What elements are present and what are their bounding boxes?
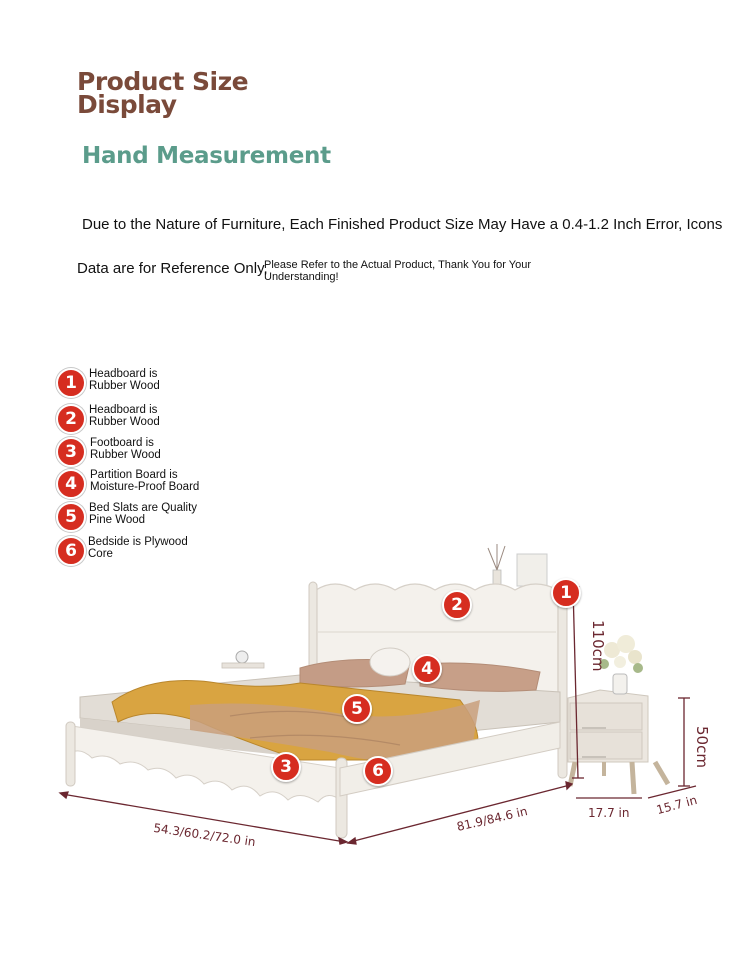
marker-5-icon: 5 (342, 694, 372, 724)
title-line-2: Display (77, 90, 177, 119)
dimension-lines (58, 586, 697, 845)
measurement-note-small: Please Refer to the Actual Product, Than… (264, 259, 532, 283)
marker-3-icon: 3 (271, 752, 301, 782)
legend-text: Bed Slats are Quality Pine Wood (89, 502, 229, 526)
number-badge-icon: 3 (56, 437, 86, 467)
title-line-1: Product Size (77, 67, 249, 96)
legend-line-2: Moisture-Proof Board (90, 480, 200, 493)
marker-6-icon: 6 (363, 756, 393, 786)
number-badge-icon: 1 (56, 368, 86, 398)
legend-line-1: Footboard is (90, 437, 154, 449)
legend-line-2: Core (88, 547, 113, 560)
blanket (111, 680, 480, 764)
nightstand-width-label: 17.7 in (588, 806, 630, 820)
side-rail (339, 721, 561, 797)
bed-illustration (58, 544, 697, 845)
subtitle: Hand Measurement (82, 143, 331, 169)
number-badge-icon: 2 (56, 404, 86, 434)
flower-vase-icon (599, 635, 643, 695)
marker-4-icon: 4 (412, 654, 442, 684)
nightstand-height-label: 50cm (693, 726, 711, 768)
legend-line-2: Pine Wood (89, 513, 146, 526)
legend-line-2: Rubber Wood (89, 379, 160, 392)
legend-line-1: Partition Board is (90, 469, 178, 481)
legend-text: Bedside is Plywood Core (88, 536, 228, 560)
page-title: Product Size Display (77, 67, 249, 119)
legend-line-1: Bed Slats are Quality (89, 502, 198, 514)
legend-text: Partition Board is Moisture-Proof Board (90, 469, 230, 493)
marker-2-icon: 2 (442, 590, 472, 620)
number-badge-icon: 6 (56, 536, 86, 566)
legend-line-1: Headboard is (89, 404, 158, 416)
decor-vase-icon (487, 544, 548, 587)
measurement-note-line-2: Data are for Reference Only, (77, 260, 268, 277)
alarm-clock-icon (221, 650, 265, 669)
number-badge-icon: 4 (56, 469, 86, 499)
headboard-height-label: 110cm (589, 620, 607, 672)
legend-line-1: Bedside is Plywood (88, 536, 188, 548)
legend-line-2: Rubber Wood (90, 448, 161, 461)
measurement-note-line-1: Due to the Nature of Furniture, Each Fin… (82, 216, 723, 233)
number-badge-icon: 5 (56, 502, 86, 532)
footboard (65, 721, 348, 839)
legend-text: Headboard is Rubber Wood (89, 404, 229, 428)
marker-1-icon: 1 (551, 578, 581, 608)
legend-line-2: Rubber Wood (89, 415, 160, 428)
nightstand (567, 689, 671, 795)
legend-text: Footboard is Rubber Wood (90, 437, 230, 461)
legend-line-1: Headboard is (89, 368, 158, 380)
legend-text: Headboard is Rubber Wood (89, 368, 229, 392)
pillows (299, 647, 541, 692)
